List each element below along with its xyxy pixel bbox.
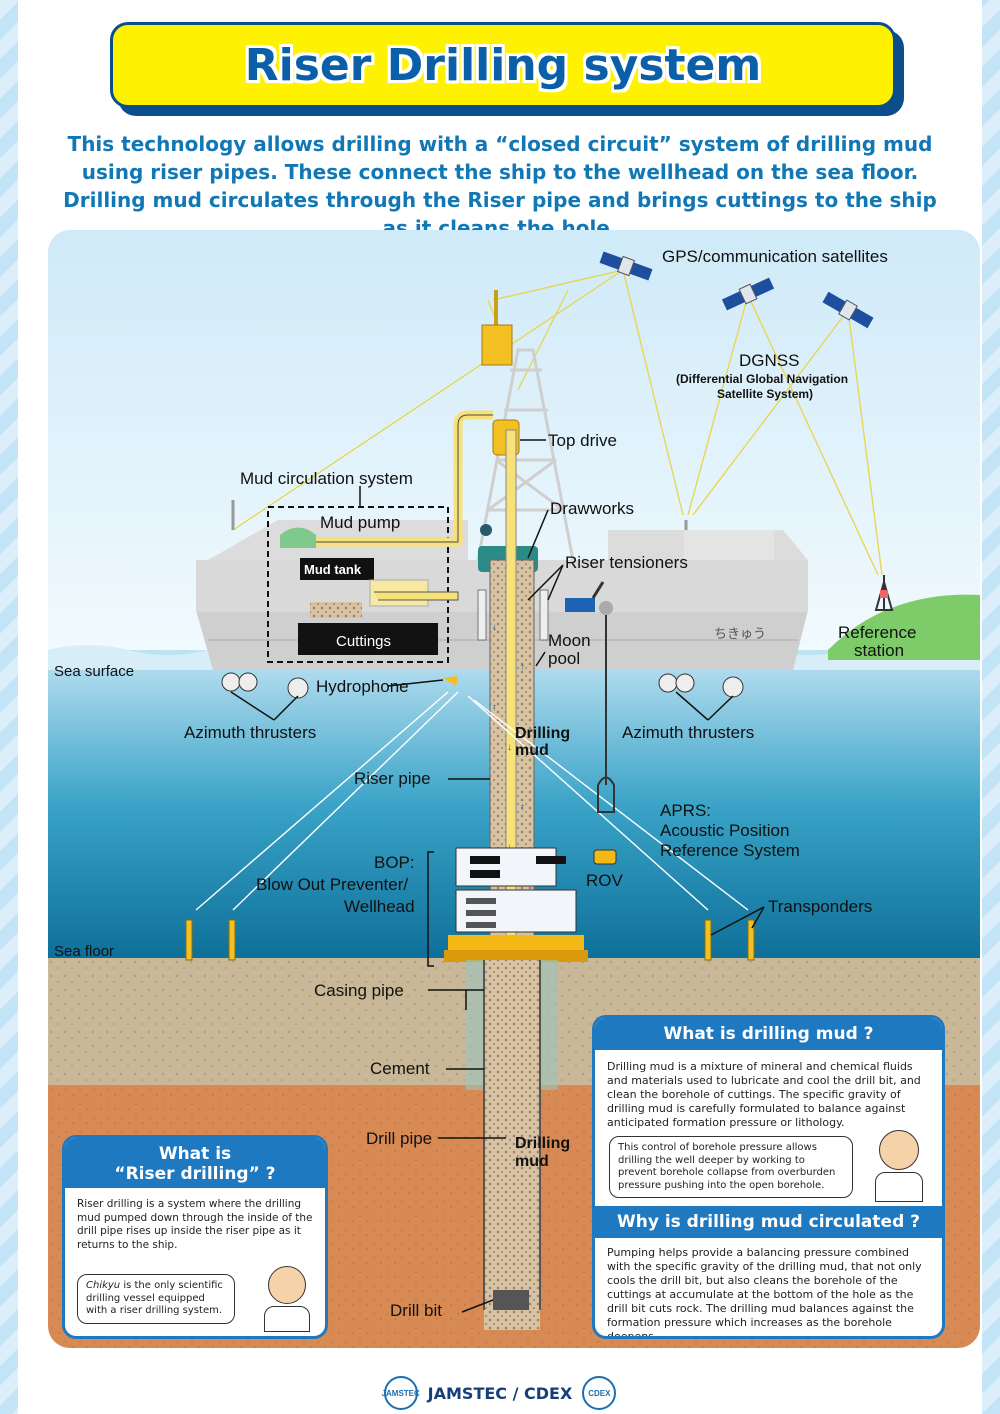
intro-text: This technology allows drilling with a “…: [63, 132, 937, 240]
svg-text:↑: ↑: [492, 702, 497, 713]
mud-pump-label: Mud pump: [320, 513, 400, 532]
jamstec-logo: JAMSTEC: [382, 1376, 420, 1410]
reference-station-label-2: station: [854, 641, 904, 660]
svg-text:↓: ↓: [492, 622, 497, 633]
rov-icon: [593, 849, 617, 865]
why-circulated-title: Why is drilling mud circulated ?: [595, 1206, 942, 1238]
riser-drilling-bubble: Chikyu is the only scientific drilling v…: [77, 1274, 235, 1324]
transponder-icon: [185, 919, 755, 961]
bop-label-3: Wellhead: [344, 897, 415, 916]
footer-org: JAMSTEC / CDEX: [427, 1383, 573, 1403]
svg-text:↓: ↓: [507, 742, 512, 753]
drill-bit-icon: [493, 1290, 529, 1310]
professor-icon: [263, 1266, 311, 1332]
drilling-mud-upper-label-1: Drilling: [515, 725, 570, 742]
moon-pool-label-1: Moon: [548, 631, 591, 650]
footer: JAMSTEC JAMSTEC / CDEX CDEX: [0, 1372, 1000, 1414]
azimuth-thrusters-left-label: Azimuth thrusters: [184, 723, 316, 742]
mud-circulation-label: Mud circulation system: [240, 469, 413, 488]
satellite-beams: [232, 269, 883, 576]
aprs-label-2: Acoustic Position: [660, 821, 789, 840]
riser-drilling-title-2: “Riser drilling” ?: [114, 1164, 276, 1184]
casing-and-borehole: [466, 960, 558, 1330]
drilling-mud-lower-label-2: mud: [515, 1153, 549, 1170]
sea-surface-label: Sea surface: [54, 663, 134, 680]
chikyu-name: Chikyu: [86, 1280, 121, 1291]
bop-label-1: BOP:: [374, 853, 415, 872]
drill-bit-label: Drill bit: [390, 1301, 442, 1320]
riser-tensioners-label: Riser tensioners: [565, 553, 688, 572]
drill-pipe-label: Drill pipe: [366, 1129, 432, 1148]
drilling-mud-body: Drilling mud is a mixture of mineral and…: [607, 1060, 921, 1129]
aprs-label-1: APRS:: [660, 801, 711, 820]
riser-drilling-info-box: What is “Riser drilling” ? Riser drillin…: [62, 1135, 328, 1339]
page-title: Riser Drilling system: [244, 39, 762, 91]
dgnss-full-label-1: (Differential Global Navigation: [676, 372, 848, 386]
cuttings-label: Cuttings: [336, 633, 391, 650]
hydrophone-label: Hydrophone: [316, 677, 409, 696]
cuttings-box: [298, 623, 438, 655]
svg-text:↑: ↑: [520, 802, 525, 813]
drilling-mud-info-box: What is drilling mud ? Drilling mud is a…: [592, 1015, 945, 1339]
casing-pipe-label: Casing pipe: [314, 981, 404, 1000]
satellite-icon: [599, 251, 874, 329]
riser-drilling-body: Riser drilling is a system where the dri…: [77, 1198, 313, 1251]
rov-label: ROV: [586, 871, 624, 890]
thruster-icon: [221, 672, 744, 699]
drilling-mud-bubble: This control of borehole pressure allows…: [609, 1136, 853, 1198]
gps-label: GPS/communication satellites: [662, 247, 888, 266]
moon-pool-label-2: pool: [548, 649, 580, 668]
hydrophone-icon: [443, 676, 458, 686]
title-banner: Riser Drilling system: [110, 22, 896, 108]
riser-pipe-label: Riser pipe: [354, 769, 431, 788]
cement-label: Cement: [370, 1059, 430, 1078]
bop-wellhead: [444, 847, 588, 962]
drawworks-label: Drawworks: [550, 499, 634, 518]
why-circulated-body: Pumping helps provide a balancing pressu…: [607, 1246, 922, 1339]
aprs-label-3: Reference System: [660, 841, 800, 860]
ship-name-label: ちきゅう: [714, 626, 766, 641]
acoustic-signal-lines: [195, 691, 749, 911]
bop-label-2: Blow Out Preventer/: [256, 875, 408, 894]
reference-station-label-1: Reference: [838, 623, 916, 642]
mud-system-outline: [267, 506, 449, 663]
sea-floor-label: Sea floor: [54, 943, 114, 960]
top-drive-label: Top drive: [548, 431, 617, 450]
cdex-logo: CDEX: [582, 1376, 617, 1410]
dgnss-label: DGNSS: [739, 351, 799, 370]
reference-station-tower: [874, 575, 894, 611]
professor-icon: [874, 1130, 924, 1202]
mud-pump-icon: [280, 527, 316, 548]
drilling-mud-upper-label-2: mud: [515, 742, 549, 759]
transponders-label: Transponders: [768, 897, 872, 916]
drilling-mud-title: What is drilling mud ?: [595, 1018, 942, 1050]
riser-drilling-title-1: What is: [158, 1144, 232, 1164]
mud-tank-label: Mud tank: [304, 562, 362, 577]
azimuth-thrusters-right-label: Azimuth thrusters: [622, 723, 754, 742]
leader-lines: [230, 439, 765, 1313]
riser-drilling-bubble-text: is the only scientific drilling vessel e…: [86, 1280, 223, 1316]
dgnss-full-label-2: Satellite System): [717, 387, 813, 401]
svg-text:↑: ↑: [520, 662, 525, 673]
drilling-mud-lower-label-1: Drilling: [515, 1135, 570, 1152]
rov-crane: [565, 581, 613, 785]
